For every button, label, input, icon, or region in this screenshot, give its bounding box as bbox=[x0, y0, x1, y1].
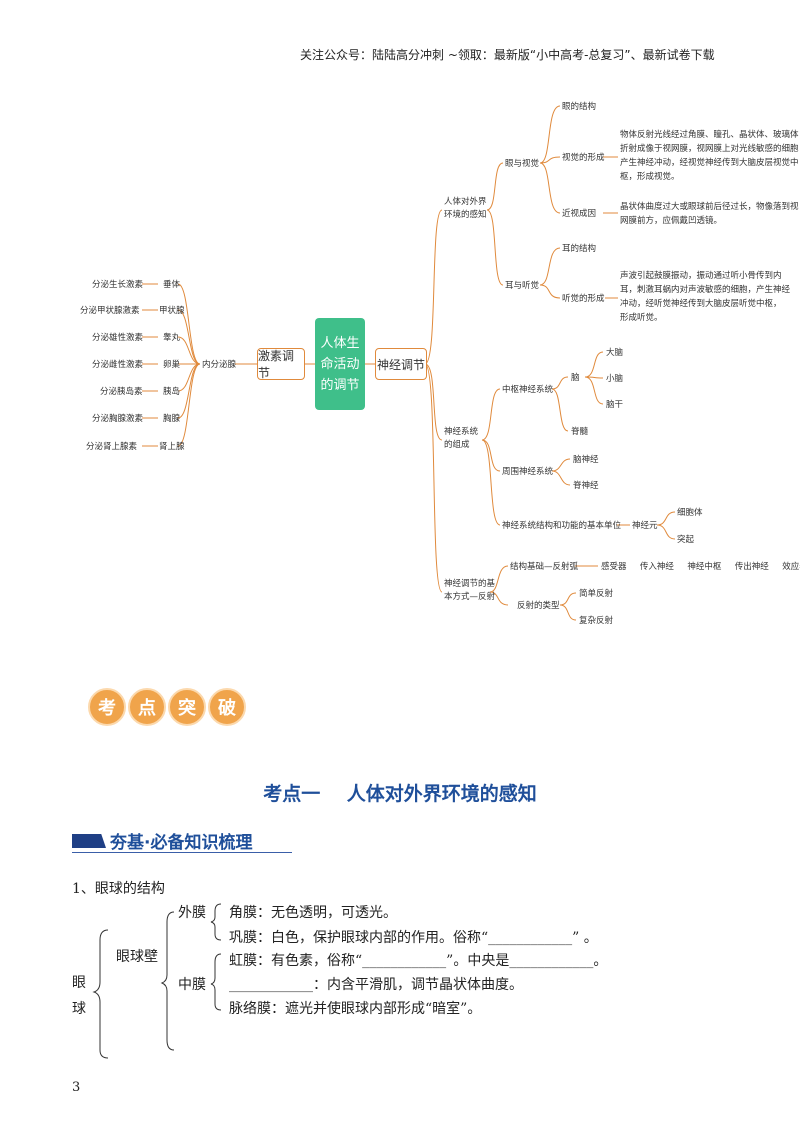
endocrine-label: 内分泌腺 bbox=[202, 360, 237, 370]
gland-label: 胸腺 bbox=[163, 414, 181, 424]
gland-label: 肾上腺 bbox=[159, 442, 185, 452]
center-line: 人体生 bbox=[320, 335, 360, 351]
badge-char: 点 bbox=[128, 688, 166, 726]
middle-layer-label: 中膜 bbox=[178, 977, 206, 993]
outer-layer-label: 外膜 bbox=[178, 905, 206, 921]
hormone-label: 分泌甲状腺激素 bbox=[80, 306, 140, 316]
neuron-part: 细胞体 bbox=[677, 508, 703, 518]
neuron-part: 突起 bbox=[677, 535, 695, 545]
gland-label: 睾丸 bbox=[163, 333, 181, 343]
reflex-mode-label: 神经调节的基本方式—反射 bbox=[444, 579, 496, 602]
unit-label: 神经系统结构和功能的基本单位 bbox=[502, 521, 622, 531]
pns-part: 脑神经 bbox=[573, 455, 599, 465]
subsection-heading-text: 夯基·必备知识梳理 bbox=[110, 833, 253, 853]
choroid-line: 脉络膜：遮光并使眼球内部形成“暗室”。 bbox=[229, 1001, 482, 1017]
eyeball-char: 球 bbox=[72, 1001, 86, 1017]
brain-part: 脑干 bbox=[606, 400, 624, 410]
page-number: 3 bbox=[72, 1080, 81, 1095]
pns-part: 脊神经 bbox=[573, 481, 599, 491]
perception-label: 人体对外界环境的感知 bbox=[444, 197, 487, 220]
hormone-label: 分泌雄性激素 bbox=[92, 333, 144, 343]
hormone-label: 分泌胸腺激素 bbox=[92, 414, 144, 424]
nerve-regulation-box: 神经调节 bbox=[375, 348, 427, 380]
eye-vision-label: 眼与视觉 bbox=[505, 159, 540, 169]
reflex-arc: 感受器 传入神经 神经中枢 传出神经 效应器 bbox=[601, 562, 800, 572]
brain-part: 大脑 bbox=[606, 348, 624, 358]
iris-line: 虹膜：有色素，俗称“____________”。中央是____________。 bbox=[229, 953, 608, 969]
pns-label: 周围神经系统 bbox=[502, 467, 554, 477]
ciliary-line: ____________：内含平滑肌，调节晶状体曲度。 bbox=[229, 977, 523, 993]
eyeball-char: 眼 bbox=[72, 975, 86, 991]
subsection-heading: 夯基·必备知识梳理 bbox=[72, 828, 292, 853]
eyeball-wall-label: 眼球壁 bbox=[116, 949, 158, 965]
item-title: 1、眼球的结构 bbox=[72, 881, 165, 897]
myopia-label: 近视成因 bbox=[562, 209, 597, 219]
gland-label: 甲状腺 bbox=[159, 306, 185, 316]
vision-text: 物体反射光线经过角膜、瞳孔、晶状体、玻璃体折射成像于视网膜，视网膜上对光线敏感的… bbox=[620, 130, 799, 182]
page-header: 关注公众号：陆陆高分冲刺 ~领取：最新版“小中高考-总复习”、最新试卷下载 bbox=[300, 48, 715, 62]
brain-label: 脑 bbox=[571, 373, 580, 383]
vision-formation-label: 视觉的形成 bbox=[562, 153, 605, 163]
neuron-label: 神经元 bbox=[632, 521, 658, 531]
hormone-label: 分泌雌性激素 bbox=[92, 360, 144, 370]
cornea-line: 角膜：无色透明，可透光。 bbox=[229, 905, 397, 921]
mindmap-connectors bbox=[142, 105, 676, 621]
sclera-line: 巩膜：白色，保护眼球内部的作用。俗称“____________” 。 bbox=[229, 930, 598, 946]
spinal-label: 脊髓 bbox=[571, 427, 589, 437]
section-badge: 考 点 突 破 bbox=[88, 688, 246, 726]
badge-char: 破 bbox=[208, 688, 246, 726]
badge-char: 考 bbox=[88, 688, 126, 726]
ear-structure-label: 耳的结构 bbox=[562, 244, 597, 254]
heading-bar bbox=[72, 834, 106, 848]
gland-label: 胰岛 bbox=[163, 387, 181, 397]
myopia-text: 晶状体曲度过大或眼球前后径过长，物像落到视网膜前方，应佩戴凹透镜。 bbox=[620, 202, 799, 226]
badge-char: 突 bbox=[168, 688, 206, 726]
hearing-formation-label: 听觉的形成 bbox=[562, 294, 605, 304]
gland-label: 卵巢 bbox=[163, 360, 181, 370]
nervous-system-label: 神经系统的组成 bbox=[444, 427, 479, 450]
hormone-label: 分泌胰岛素 bbox=[100, 387, 143, 397]
center-line: 命活动 bbox=[320, 356, 360, 372]
hearing-text: 声波引起鼓膜振动，振动通过听小骨传到内耳，刺激耳蜗内对声波敏感的细胞，产生神经 … bbox=[620, 271, 791, 323]
hormone-label: 分泌肾上腺素 bbox=[86, 442, 138, 452]
hormone-label: 分泌生长激素 bbox=[92, 280, 144, 290]
brain-part: 小脑 bbox=[606, 374, 624, 384]
mindmap-center: 人体生 命活动 的调节 bbox=[315, 318, 365, 410]
center-line: 的调节 bbox=[320, 377, 360, 393]
ear-hearing-label: 耳与听觉 bbox=[505, 281, 540, 291]
reflex-basis-label: 结构基础—反射弧 bbox=[510, 562, 579, 572]
gland-label: 垂体 bbox=[163, 280, 181, 290]
reflex-type: 复杂反射 bbox=[579, 616, 614, 626]
hormone-regulation-box: 激素调节 bbox=[257, 348, 305, 380]
section-title: 考点一 人体对外界环境的感知 bbox=[263, 783, 537, 805]
reflex-type: 简单反射 bbox=[579, 589, 614, 599]
reflex-types-label: 反射的类型 bbox=[517, 601, 560, 611]
cns-label: 中枢神经系统 bbox=[502, 385, 554, 395]
eye-structure-label: 眼的结构 bbox=[562, 102, 597, 112]
